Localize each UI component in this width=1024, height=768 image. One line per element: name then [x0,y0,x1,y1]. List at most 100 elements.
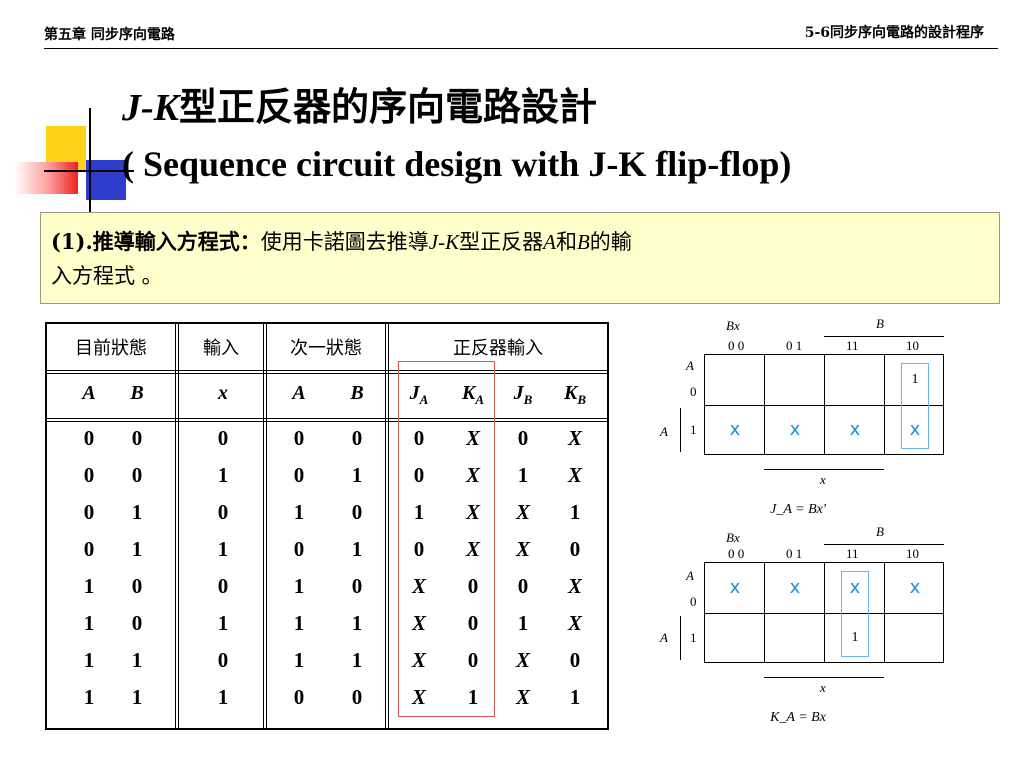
table-cell: 0 [131,463,143,487]
th-sub-5: JA [409,382,429,407]
table-cell: 1 [569,500,581,524]
table-cell: X [567,426,582,450]
note-a: A [543,230,556,254]
table-cell: 0 [413,426,425,450]
table-cell: 0 [467,574,479,598]
kmap-col-label: 0 0 [728,338,745,353]
table-cell: 0 [83,500,95,524]
table-cell: 0 [217,648,229,672]
table-cell: 0 [217,500,229,524]
kmap-grid-line [884,355,885,454]
table-cell: 1 [293,500,305,524]
kmap-equation: J_A = Bx' [770,502,826,517]
table-cell: 1 [517,463,529,487]
table-cell: 0 [351,500,363,524]
th-sub-1: B [130,382,144,404]
slide-title: J-K型正反器的序向電路設計 [122,76,597,131]
table-cell: 0 [293,426,305,450]
table-cell: 0 [569,648,581,672]
table-cell: X [465,537,480,561]
section-title: 5-6同步序向電路的設計程序 [804,25,984,41]
note-jk: J-K [428,230,460,254]
table-cell: 1 [83,611,95,635]
kmap-a-side-label: A [660,630,668,645]
kmap-x-bar [764,469,884,470]
table-cell: 1 [467,685,479,709]
kmap-col-label: 0 1 [786,338,803,353]
ja-ka-highlight-box [398,361,495,717]
table-cell: 0 [217,426,229,450]
kmap-row-label: 0 [690,384,697,399]
table-cell: 0 [517,574,529,598]
kmap-x-bar [764,677,884,678]
kmap-group-box [841,571,869,657]
table-cell: 0 [351,685,363,709]
kmap-cell: x [789,577,801,598]
kmap-cell: x [909,419,921,440]
th-sub-8: KB [563,382,586,407]
kmap-grid-line [764,355,765,454]
table-cell: 0 [569,537,581,561]
table-cell: X [465,463,480,487]
table-cell: 0 [413,537,425,561]
table-cell: 1 [351,537,363,561]
table-cell: 0 [217,574,229,598]
kmap-group-box [901,363,929,449]
table-cell: 0 [131,426,143,450]
kmap-x-label: x [820,472,826,487]
table-cell: 0 [131,611,143,635]
kmap-col-label: 10 [906,338,919,353]
table-cell: 1 [131,537,143,561]
table-cell: 0 [351,574,363,598]
kmap-b-bar [824,544,944,545]
kmap-grid-line [764,563,765,662]
table-cell: X [567,611,582,635]
table-cell: X [515,500,530,524]
table-cell: 1 [217,685,229,709]
table-cell: 1 [217,463,229,487]
kmap-row-label: 0 [690,594,697,609]
kmap-a-label: A [686,568,694,583]
note-text-2: 型正反器 [459,230,544,254]
table-cell: X [411,685,426,709]
table-hline [47,418,607,422]
kmap-cell: x [729,419,741,440]
note-b: B [576,230,590,254]
kmap-grid-line [824,355,825,454]
table-cell: 1 [83,648,95,672]
table-cell: 1 [351,611,363,635]
table-cell: 0 [351,426,363,450]
note-step: (1). [51,229,93,254]
kmap-grid: 1 x x x x [704,354,944,455]
kmap-col-label: 0 0 [728,546,745,561]
table-cell: 1 [83,574,95,598]
kmap-a-side-label: A [660,424,668,439]
table-cell: 0 [293,537,305,561]
decor-vertical-line [89,108,91,212]
th-sub-0: A [82,382,96,404]
table-cell: X [411,574,426,598]
kmap-a-label: A [686,358,694,373]
th-input: 輸入 [203,338,239,359]
decor-red-gradient [14,162,78,194]
table-cell: 1 [351,463,363,487]
th-sub-2: x [218,382,228,404]
th-sub-6: KA [461,382,484,407]
note-text-1: 使用卡諾圖去推導 [260,230,429,254]
step-note: (1).推導輸入方程式：使用卡諾圖去推導J-K型正反器A和B的輸入方程式 。 [40,212,1000,304]
kmap-grid-line [705,613,943,614]
kmap-cell: x [909,577,921,598]
table-cell: 0 [83,537,95,561]
table-cell: 0 [83,463,95,487]
note-and: 和 [555,230,577,254]
kmap-a-brace [680,616,687,660]
kmap-bx-label: Bx [726,530,740,545]
decor-blue-square [86,160,126,200]
table-cell: X [465,426,480,450]
table-cell: 0 [517,426,529,450]
table-cell: X [515,685,530,709]
kmap-cell: x [849,577,861,598]
table-cell: X [465,500,480,524]
kmap-cell: x [729,577,741,598]
